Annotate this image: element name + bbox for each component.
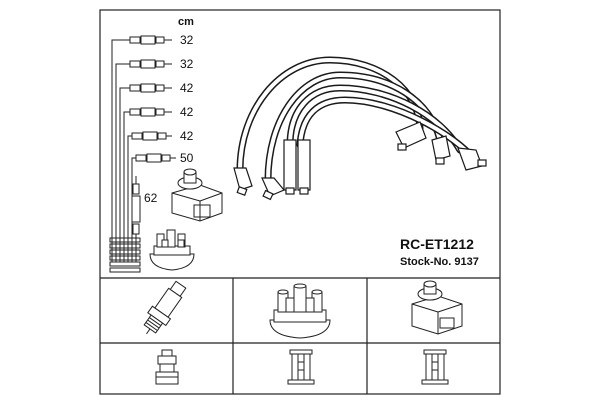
spark-plug-terminal-icon bbox=[155, 349, 179, 385]
spark-plug-icon bbox=[143, 280, 187, 335]
distributor-terminal-icon bbox=[287, 349, 315, 385]
wire-length-label-7: 62 bbox=[144, 191, 158, 205]
ignition-cable-set-icon bbox=[236, 56, 479, 184]
wire-length-label-3: 42 bbox=[180, 81, 194, 95]
wire-length-label-4: 42 bbox=[180, 105, 194, 119]
plug-boot-1 bbox=[233, 167, 253, 196]
connector-stack bbox=[109, 237, 141, 273]
coil-boot-1 bbox=[395, 121, 427, 151]
wire-5 bbox=[127, 131, 172, 262]
wire-length-label-1: 32 bbox=[180, 33, 194, 47]
stock-number: Stock-No. 9137 bbox=[400, 256, 479, 268]
plug-boot-4 bbox=[297, 139, 311, 195]
wire-7 bbox=[131, 176, 141, 262]
distributor-cap-small-icon bbox=[149, 229, 195, 271]
wire-1 bbox=[111, 35, 172, 262]
cable-ends bbox=[233, 121, 487, 201]
wire-6 bbox=[131, 153, 176, 262]
unit-label: cm bbox=[178, 16, 194, 28]
coil-terminal-icon bbox=[421, 349, 449, 385]
wire-4 bbox=[123, 107, 172, 262]
wire-length-label-2: 32 bbox=[180, 57, 194, 71]
plug-boot-2 bbox=[261, 177, 285, 201]
distributor-cap-icon bbox=[269, 283, 331, 339]
coil-boot-3 bbox=[457, 147, 487, 171]
ignition-coil-small-icon bbox=[171, 168, 223, 222]
plug-boot-3 bbox=[283, 139, 297, 195]
outer-frame bbox=[99, 9, 501, 395]
ignition-coil-icon bbox=[411, 280, 463, 335]
wire-length-label-6: 50 bbox=[180, 151, 194, 165]
wire-length-label-5: 42 bbox=[180, 129, 194, 143]
wire-length-diagram bbox=[109, 35, 176, 273]
wire-2 bbox=[115, 59, 172, 262]
product-code: RC-ET1212 bbox=[400, 236, 474, 252]
coil-boot-2 bbox=[431, 135, 451, 165]
wire-3 bbox=[119, 83, 172, 262]
